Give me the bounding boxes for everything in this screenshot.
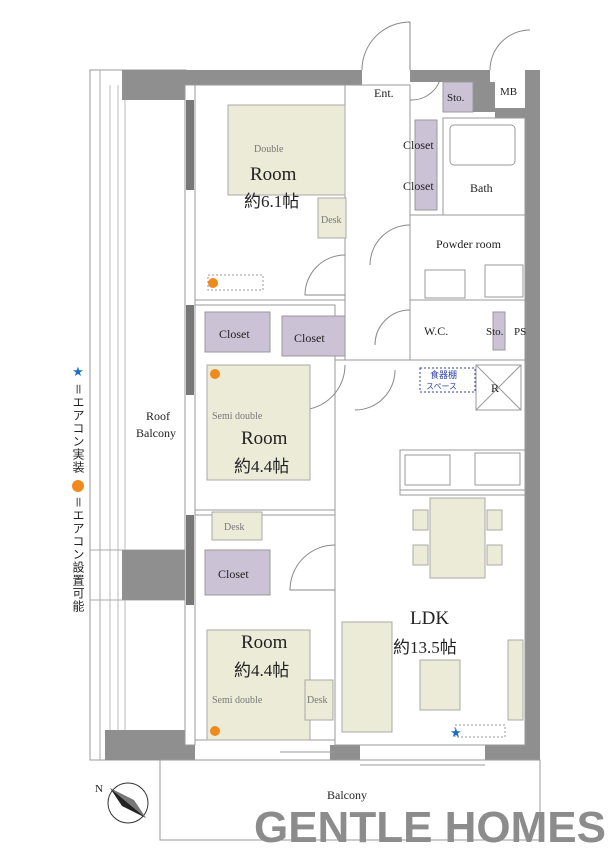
star-icon: ★ [72, 365, 84, 380]
storage-label: Sto. [447, 92, 465, 104]
closets [204, 81, 506, 596]
dot-icon [72, 480, 84, 492]
compass-icon: N [95, 782, 149, 824]
storage-label: Sto. [486, 326, 504, 338]
bed-label: Semi double [212, 695, 263, 706]
ac-possible-dots [208, 278, 220, 736]
room1-size: 約6.1帖 [244, 192, 299, 211]
desk-label: Desk [321, 215, 342, 226]
ldk-size: 約13.5帖 [393, 638, 457, 657]
bed-label: Semi double [212, 411, 263, 422]
closet-label: Closet [219, 327, 250, 341]
walls [105, 70, 540, 760]
bath-label: Bath [470, 181, 493, 195]
north-label: N [95, 783, 103, 795]
closet-label: Closet [403, 179, 434, 193]
room2-size: 約4.4帖 [234, 457, 289, 476]
room1-name: Room [250, 164, 297, 185]
ps-label: PS [514, 326, 526, 338]
ldk-name: LDK [410, 608, 449, 629]
roof-balcony [89, 69, 187, 761]
roof-balcony-label: Roof [146, 409, 170, 423]
refrigerator-label: R [491, 381, 499, 395]
roof-balcony-label: Balcony [136, 426, 176, 440]
desk-label: Desk [307, 695, 328, 706]
dish-cabinet-space-label: スペース [426, 382, 457, 391]
closet-label: Closet [218, 567, 249, 581]
bed-label: Double [254, 144, 284, 155]
ac-installed-star: ★ [450, 725, 462, 740]
furniture [206, 104, 524, 741]
desk-label: Desk [224, 522, 245, 533]
room3-name: Room [241, 632, 288, 653]
room2-name: Room [241, 428, 288, 449]
legend: ★ ＝エアコン実装 ＝エアコン設置可能 [68, 365, 88, 613]
room3-size: 約4.4帖 [234, 661, 289, 680]
legend-star-text: ＝エアコン実装 [71, 383, 85, 474]
entrance-label: Ent. [374, 86, 394, 100]
mb-label: MB [500, 86, 517, 98]
closet-label: Closet [294, 331, 325, 345]
wc-label: W.C. [424, 324, 448, 338]
closet-label: Closet [403, 138, 434, 152]
brand-logo: GENTLE HOMES [253, 803, 606, 852]
legend-dot-text: ＝エアコン設置可能 [71, 496, 85, 613]
balcony-label: Balcony [327, 788, 367, 802]
dish-cabinet-label: 食器棚 [430, 369, 457, 381]
powder-room-label: Powder room [436, 237, 502, 251]
